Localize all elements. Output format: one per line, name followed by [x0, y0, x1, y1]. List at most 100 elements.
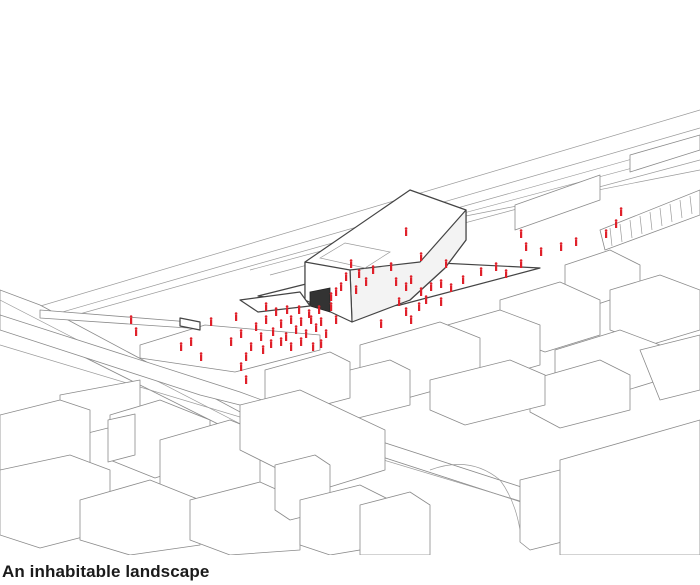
- person-figure-head: [429, 282, 433, 285]
- person-figure: [480, 270, 483, 276]
- person-figure: [440, 282, 443, 288]
- axonometric-diagram: [0, 109, 700, 561]
- person-figure: [575, 240, 578, 246]
- person-figure: [270, 342, 273, 348]
- person-figure: [355, 288, 358, 294]
- person-figure-head: [574, 237, 578, 240]
- person-figure-head: [317, 305, 321, 308]
- person-figure-head: [264, 315, 268, 318]
- person-figure-head: [299, 317, 303, 320]
- vaulted-shed: [514, 134, 700, 251]
- person-figure-head: [519, 259, 523, 262]
- person-figure: [300, 340, 303, 346]
- person-figure-head: [279, 319, 283, 322]
- person-figure-head: [461, 275, 465, 278]
- person-figure-head: [319, 317, 323, 320]
- person-figure-head: [294, 325, 298, 328]
- person-figure-head: [249, 342, 253, 345]
- person-figure: [315, 326, 318, 332]
- person-figure: [235, 315, 238, 321]
- person-figure-head: [439, 279, 443, 282]
- person-figure: [285, 335, 288, 341]
- person-figure-head: [519, 229, 523, 232]
- person-figure: [290, 345, 293, 351]
- person-figure-head: [394, 277, 398, 280]
- person-figure-head: [244, 375, 248, 378]
- person-figure-head: [619, 207, 623, 210]
- person-figure: [425, 298, 428, 304]
- person-figure-head: [349, 259, 353, 262]
- person-figure: [250, 345, 253, 351]
- person-figure-head: [289, 342, 293, 345]
- person-figure-head: [239, 362, 243, 365]
- person-figure: [560, 245, 563, 251]
- person-figure: [200, 355, 203, 361]
- person-figure-head: [559, 242, 563, 245]
- person-figure-head: [449, 283, 453, 286]
- person-figure: [350, 262, 353, 268]
- person-figure: [286, 308, 289, 314]
- person-figure: [308, 312, 311, 318]
- person-figure: [358, 272, 361, 278]
- person-figure-head: [284, 332, 288, 335]
- person-figure-head: [424, 295, 428, 298]
- person-figure: [520, 262, 523, 268]
- person-figure-head: [179, 342, 183, 345]
- person-figure: [265, 305, 268, 311]
- person-figure: [325, 332, 328, 338]
- person-figure: [345, 275, 348, 281]
- person-figure-head: [311, 342, 315, 345]
- person-figure-head: [297, 305, 301, 308]
- person-figure: [330, 305, 333, 311]
- person-figure-head: [344, 272, 348, 275]
- person-figure-head: [389, 262, 393, 265]
- person-figure-head: [364, 277, 368, 280]
- person-figure-head: [404, 307, 408, 310]
- person-figure: [298, 308, 301, 314]
- person-figure-head: [279, 337, 283, 340]
- person-figure: [418, 305, 421, 311]
- person-figure-head: [379, 319, 383, 322]
- person-figure: [130, 318, 133, 324]
- person-figure-head: [199, 352, 203, 355]
- person-figure: [335, 318, 338, 324]
- person-figure: [260, 335, 263, 341]
- person-figure: [410, 278, 413, 284]
- people-figures: [129, 207, 623, 384]
- person-figure-head: [419, 287, 423, 290]
- person-figure: [262, 348, 265, 354]
- person-figure: [275, 310, 278, 316]
- person-figure-head: [304, 329, 308, 332]
- person-figure: [372, 268, 375, 274]
- person-figure-head: [269, 339, 273, 342]
- person-figure-head: [261, 345, 265, 348]
- person-figure: [405, 310, 408, 316]
- person-figure-head: [289, 315, 293, 318]
- person-figure-head: [209, 317, 213, 320]
- person-figure-head: [397, 297, 401, 300]
- person-figure: [398, 300, 401, 306]
- person-figure: [245, 355, 248, 361]
- caption: An inhabitable landscape: [2, 562, 210, 581]
- person-figure: [135, 330, 138, 336]
- person-figure: [410, 318, 413, 324]
- person-figure-head: [229, 337, 233, 340]
- person-figure-head: [309, 315, 313, 318]
- person-figure: [420, 290, 423, 296]
- city-blocks: [0, 249, 700, 556]
- person-figure-head: [539, 247, 543, 250]
- person-figure: [420, 255, 423, 261]
- person-figure: [180, 345, 183, 351]
- person-figure: [365, 280, 368, 286]
- person-figure-head: [134, 327, 138, 330]
- person-figure-head: [339, 282, 343, 285]
- person-figure-head: [417, 302, 421, 305]
- person-figure-head: [371, 265, 375, 268]
- person-figure-head: [189, 337, 193, 340]
- person-figure: [445, 262, 448, 268]
- person-figure-head: [129, 315, 133, 318]
- person-figure-head: [239, 329, 243, 332]
- person-figure: [240, 332, 243, 338]
- person-figure-head: [439, 297, 443, 300]
- person-figure-head: [494, 262, 498, 265]
